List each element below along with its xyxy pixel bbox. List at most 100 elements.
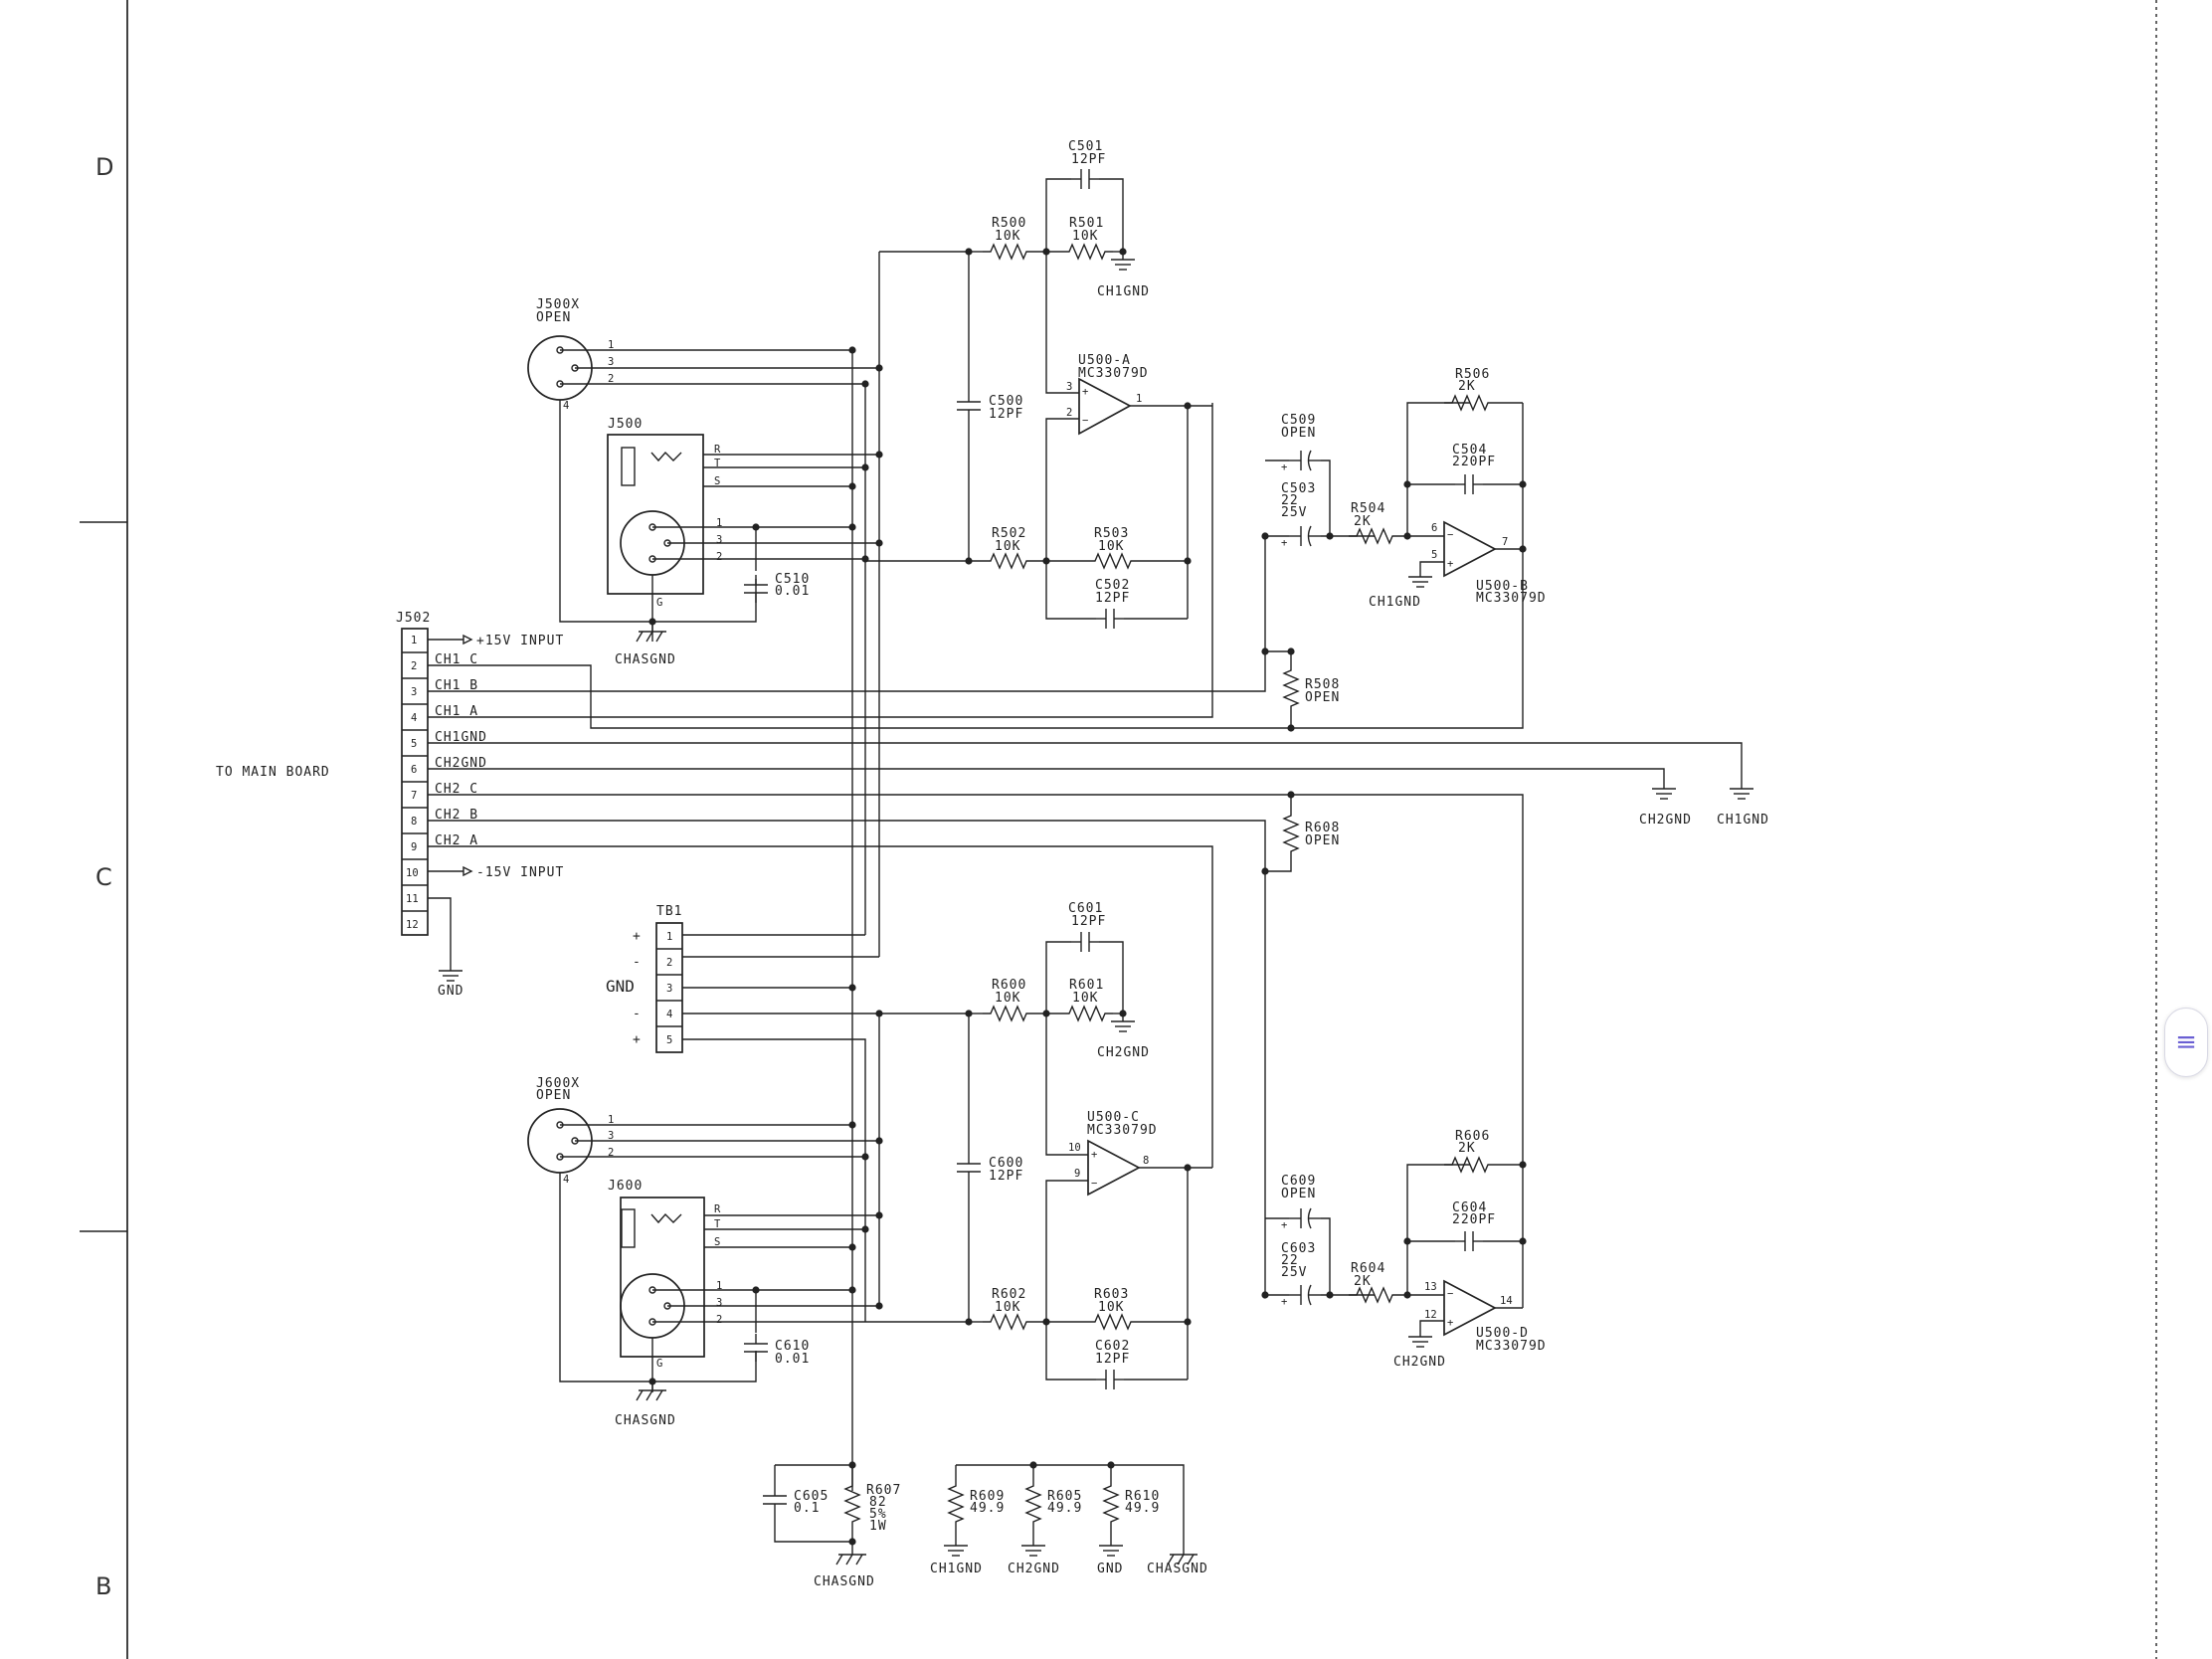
j502-pin-5: 5 bbox=[411, 738, 417, 750]
j502-sig-3: CH1 B bbox=[435, 678, 478, 693]
svg-text:J600X: J600X bbox=[536, 1076, 580, 1091]
junction-dot bbox=[1119, 1010, 1127, 1017]
junction-dot bbox=[1042, 1010, 1050, 1017]
svg-text:2: 2 bbox=[608, 373, 614, 385]
channel-2-circuit: J600X OPEN 1 3 2 4 J600 R T S 1 3 2 G CH… bbox=[527, 795, 1547, 1428]
j502-sig-6: CH2GND bbox=[435, 756, 487, 771]
junction-dot bbox=[848, 1538, 856, 1546]
svg-text:5: 5 bbox=[666, 1034, 672, 1046]
junction-dot bbox=[965, 1318, 973, 1326]
junction-dot bbox=[1261, 647, 1269, 655]
svg-text:CH2GND: CH2GND bbox=[1097, 1045, 1150, 1060]
side-menu-button[interactable]: ≡ bbox=[2164, 1008, 2208, 1077]
svg-text:49.9: 49.9 bbox=[1125, 1501, 1160, 1516]
svg-text:OPEN: OPEN bbox=[1281, 426, 1316, 441]
svg-text:C605: C605 bbox=[794, 1489, 829, 1504]
svg-text:+: + bbox=[1082, 386, 1088, 398]
junction-dot bbox=[1184, 1164, 1192, 1172]
j502-pin-4: 4 bbox=[411, 712, 417, 724]
junction-dot bbox=[861, 1225, 869, 1233]
svg-text:C503: C503 bbox=[1281, 481, 1316, 496]
svg-text:5%: 5% bbox=[869, 1507, 887, 1522]
junction-dot bbox=[875, 539, 883, 547]
svg-text:R501: R501 bbox=[1069, 216, 1104, 231]
junction-dot bbox=[1119, 248, 1127, 256]
svg-text:12PF: 12PF bbox=[1071, 152, 1106, 167]
j502-sig-10: -15V INPUT bbox=[476, 865, 564, 880]
channel-1-circuit: J500X OPEN 1 3 2 4 J500 R T S 1 3 2 G CH… bbox=[527, 139, 1546, 1491]
svg-text:MC33079D: MC33079D bbox=[1476, 1339, 1547, 1354]
junction-dot bbox=[1042, 248, 1050, 256]
svg-text:R503: R503 bbox=[1094, 526, 1129, 541]
svg-text:3: 3 bbox=[716, 1297, 722, 1309]
svg-text:4: 4 bbox=[563, 1174, 569, 1186]
svg-text:R609: R609 bbox=[970, 1489, 1005, 1504]
svg-text:220PF: 220PF bbox=[1452, 1212, 1496, 1227]
junction-dot bbox=[848, 482, 856, 490]
svg-text:3: 3 bbox=[608, 356, 614, 368]
j502-pin-6: 6 bbox=[411, 764, 417, 776]
terminal-block-tb1: TB1 1 2 3 4 5 + - GND - + bbox=[606, 904, 969, 1322]
svg-text:C509: C509 bbox=[1281, 413, 1316, 428]
svg-text:10: 10 bbox=[1068, 1142, 1081, 1154]
svg-text:R603: R603 bbox=[1094, 1287, 1129, 1302]
junction-dot bbox=[848, 523, 856, 531]
svg-text:CHASGND: CHASGND bbox=[615, 1413, 676, 1428]
svg-text:12PF: 12PF bbox=[1095, 591, 1130, 606]
svg-text:+: + bbox=[1447, 1317, 1453, 1329]
svg-text:1: 1 bbox=[666, 931, 672, 943]
svg-text:2K: 2K bbox=[1354, 514, 1372, 529]
svg-text:CH2GND: CH2GND bbox=[1393, 1355, 1446, 1370]
junction-dot bbox=[1261, 867, 1269, 875]
svg-text:10K: 10K bbox=[995, 991, 1020, 1006]
junction-dot bbox=[1403, 1291, 1411, 1299]
svg-text:12PF: 12PF bbox=[989, 407, 1023, 422]
junction-dot bbox=[1184, 1318, 1192, 1326]
junction-dot bbox=[1403, 532, 1411, 540]
svg-text:S: S bbox=[714, 475, 720, 487]
svg-text:R502: R502 bbox=[992, 526, 1026, 541]
svg-text:8: 8 bbox=[1143, 1155, 1149, 1167]
svg-text:13: 13 bbox=[1424, 1281, 1437, 1293]
svg-text:R607: R607 bbox=[866, 1483, 901, 1498]
junction-dot bbox=[861, 463, 869, 471]
svg-text:0.01: 0.01 bbox=[775, 1352, 810, 1367]
svg-text:C600: C600 bbox=[989, 1156, 1023, 1171]
svg-text:7: 7 bbox=[1502, 536, 1508, 548]
svg-text:-: - bbox=[633, 1007, 642, 1021]
j502-pin-12: 12 bbox=[406, 919, 419, 931]
junction-dot bbox=[1403, 1237, 1411, 1245]
svg-text:0.01: 0.01 bbox=[775, 584, 810, 599]
svg-text:C609: C609 bbox=[1281, 1174, 1316, 1189]
junction-dot bbox=[1184, 402, 1192, 410]
svg-text:R504: R504 bbox=[1351, 501, 1385, 516]
junction-dot bbox=[1261, 1291, 1269, 1299]
zone-label-d: D bbox=[95, 153, 113, 181]
svg-text:1: 1 bbox=[1136, 393, 1142, 405]
j502-pin-9: 9 bbox=[411, 841, 417, 853]
svg-text:C604: C604 bbox=[1452, 1200, 1487, 1215]
junction-dots bbox=[648, 248, 1527, 1546]
svg-text:R: R bbox=[714, 444, 721, 456]
junction-dot bbox=[965, 248, 973, 256]
j502-pin-11: 11 bbox=[406, 893, 419, 905]
j500x-ref: J500X bbox=[536, 297, 580, 312]
junction-dot bbox=[965, 557, 973, 565]
svg-text:−: − bbox=[1447, 1288, 1453, 1300]
svg-text:R506: R506 bbox=[1455, 367, 1490, 382]
junction-dot bbox=[875, 1211, 883, 1219]
svg-text:R601: R601 bbox=[1069, 978, 1104, 993]
svg-text:U500-C: U500-C bbox=[1087, 1110, 1140, 1125]
svg-text:−: − bbox=[1091, 1178, 1097, 1190]
svg-text:G: G bbox=[656, 1358, 662, 1370]
svg-text:R600: R600 bbox=[992, 978, 1026, 993]
junction-dot bbox=[752, 1286, 760, 1294]
svg-text:10K: 10K bbox=[1098, 1300, 1124, 1315]
junction-dot bbox=[1107, 1461, 1115, 1469]
svg-text:CH1GND: CH1GND bbox=[930, 1562, 983, 1576]
svg-text:R: R bbox=[714, 1203, 721, 1215]
j502-sig-1: +15V INPUT bbox=[476, 634, 564, 648]
svg-text:CH2GND: CH2GND bbox=[1008, 1562, 1060, 1576]
svg-text:J600: J600 bbox=[608, 1179, 643, 1194]
